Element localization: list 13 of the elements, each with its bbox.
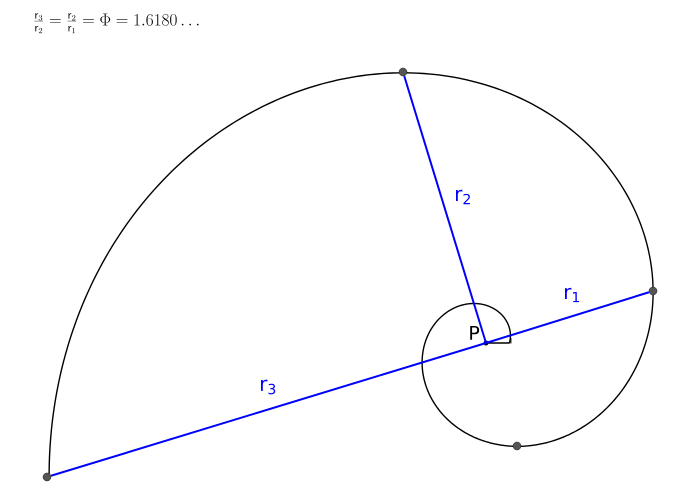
formula: $\frac{\mathsf{r}_3}{\mathsf{r}_2}=\frac{\mathsf{r}_2}{\mathsf{r}_1}=\Phi=1.6180\ldots$ (34, 13, 199, 34)
point-dot (648, 286, 658, 296)
point-dot (42, 472, 52, 482)
radius-line (486, 291, 650, 344)
center-point (484, 340, 488, 346)
edge-label: r$_{2}$ (456, 190, 470, 204)
point-label: P (470, 326, 480, 340)
edge-label: r$_{3}$ (261, 380, 276, 394)
radius-line (50, 342, 486, 477)
radius-line (403, 76, 487, 344)
edge-label: r$_{1}$ (565, 288, 580, 302)
point-dot (512, 442, 522, 450)
point-dot (398, 68, 408, 76)
